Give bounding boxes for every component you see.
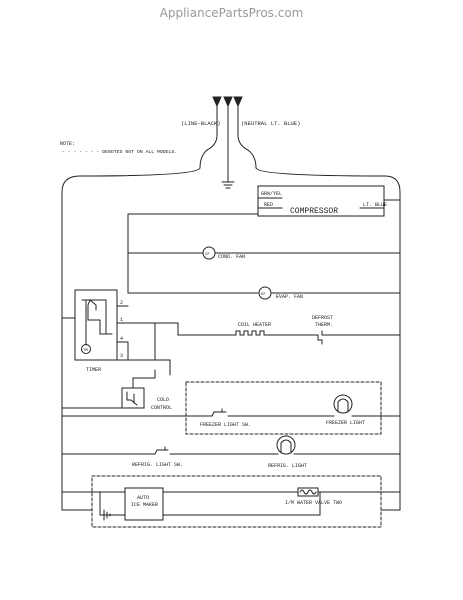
ice-maker-wire bbox=[61, 491, 401, 516]
cold-control-label-1: COLD bbox=[157, 397, 169, 403]
watermark: AppliancePartsPros.com bbox=[159, 6, 304, 20]
line-wire bbox=[61, 105, 218, 493]
neutral-label: (NEUTRAL LT. BLUE) bbox=[241, 120, 300, 127]
return-wire bbox=[61, 491, 401, 511]
terminal-2-label: 2 bbox=[120, 300, 123, 306]
refrig-light-label: REFRIG. LIGHT bbox=[268, 463, 307, 469]
defrost-circuit-wire bbox=[154, 322, 401, 336]
terminal-1-label: 1 bbox=[120, 317, 123, 323]
refrig-light-switch-icon bbox=[154, 446, 169, 455]
neutral-wire bbox=[237, 105, 401, 511]
timer-terminal-3-wire bbox=[116, 359, 171, 376]
cold-control-wire bbox=[61, 369, 156, 409]
coil-heater-icon bbox=[235, 330, 265, 336]
red-label: RED bbox=[264, 202, 273, 208]
cond-fan-rotor-label: CF bbox=[205, 253, 210, 257]
terminal-4-label: 4 bbox=[120, 336, 123, 342]
ground-arrow-icon bbox=[223, 96, 233, 108]
note-text: - - - - - - - DENOTES NOT ON ALL MODELS. bbox=[62, 149, 177, 155]
coil-heater-label: COIL HEATER bbox=[238, 322, 271, 328]
defrost-therm-label-1: DEFROST bbox=[312, 315, 333, 321]
line-label: (LINE-BLACK) bbox=[181, 120, 221, 127]
refrig-light-bulb-icon bbox=[276, 435, 296, 455]
timer bbox=[74, 289, 118, 361]
cond-fan-label: COND. FAN bbox=[218, 254, 245, 260]
ice-maker-label-2: ICE MAKER bbox=[131, 502, 158, 508]
line-arrow-icon bbox=[212, 96, 222, 108]
ground-icon bbox=[221, 181, 235, 189]
evap-fan-icon bbox=[258, 286, 272, 300]
cold-control-label-2: CONTROL bbox=[151, 405, 172, 411]
evap-fan-rotor-label: EF bbox=[261, 293, 266, 297]
refrig-light-sw-label: REFRIG. LIGHT SW. bbox=[132, 462, 183, 468]
compressor-wire bbox=[127, 213, 259, 294]
timer-terminal-4-wire bbox=[116, 341, 129, 361]
lt-blue-label: LT. BLUE bbox=[363, 202, 387, 208]
terminal-3-label: 3 bbox=[120, 353, 123, 359]
power-cord bbox=[61, 96, 401, 511]
compressor bbox=[257, 185, 401, 217]
note-title: NOTE: bbox=[60, 141, 75, 147]
ice-maker-optional-box bbox=[91, 475, 382, 528]
freezer-light-switch-icon bbox=[211, 408, 227, 417]
defrost-therm-icon bbox=[317, 330, 327, 345]
freezer-light-sw-label: FREEZER LIGHT SW. bbox=[200, 422, 251, 428]
neutral-arrow-icon bbox=[233, 96, 243, 108]
freezer-light-label: FREEZER LIGHT bbox=[326, 420, 365, 426]
grn-yel-label: GRN/YEL bbox=[261, 191, 282, 197]
defrost-therm-label-2: THERM. bbox=[315, 322, 333, 328]
timer-motor-label: TM bbox=[83, 349, 88, 353]
water-valve-icon bbox=[297, 487, 319, 497]
water-valve-label: I/M WATER VALVE TWO bbox=[285, 500, 342, 506]
cold-control-icon bbox=[121, 387, 145, 409]
ice-maker-icon bbox=[124, 487, 164, 521]
freezer-light-bulb-icon bbox=[333, 394, 353, 414]
compressor-label: COMPRESSOR bbox=[290, 207, 338, 216]
cond-fan-icon bbox=[202, 246, 216, 260]
evap-fan-label: EVAP. FAN bbox=[276, 294, 303, 300]
timer-label: TIMER bbox=[86, 367, 101, 373]
ice-maker-ground-icon bbox=[103, 509, 111, 521]
freezer-light-optional-box bbox=[185, 381, 382, 435]
ice-maker-label-1: AUTO bbox=[137, 495, 149, 501]
